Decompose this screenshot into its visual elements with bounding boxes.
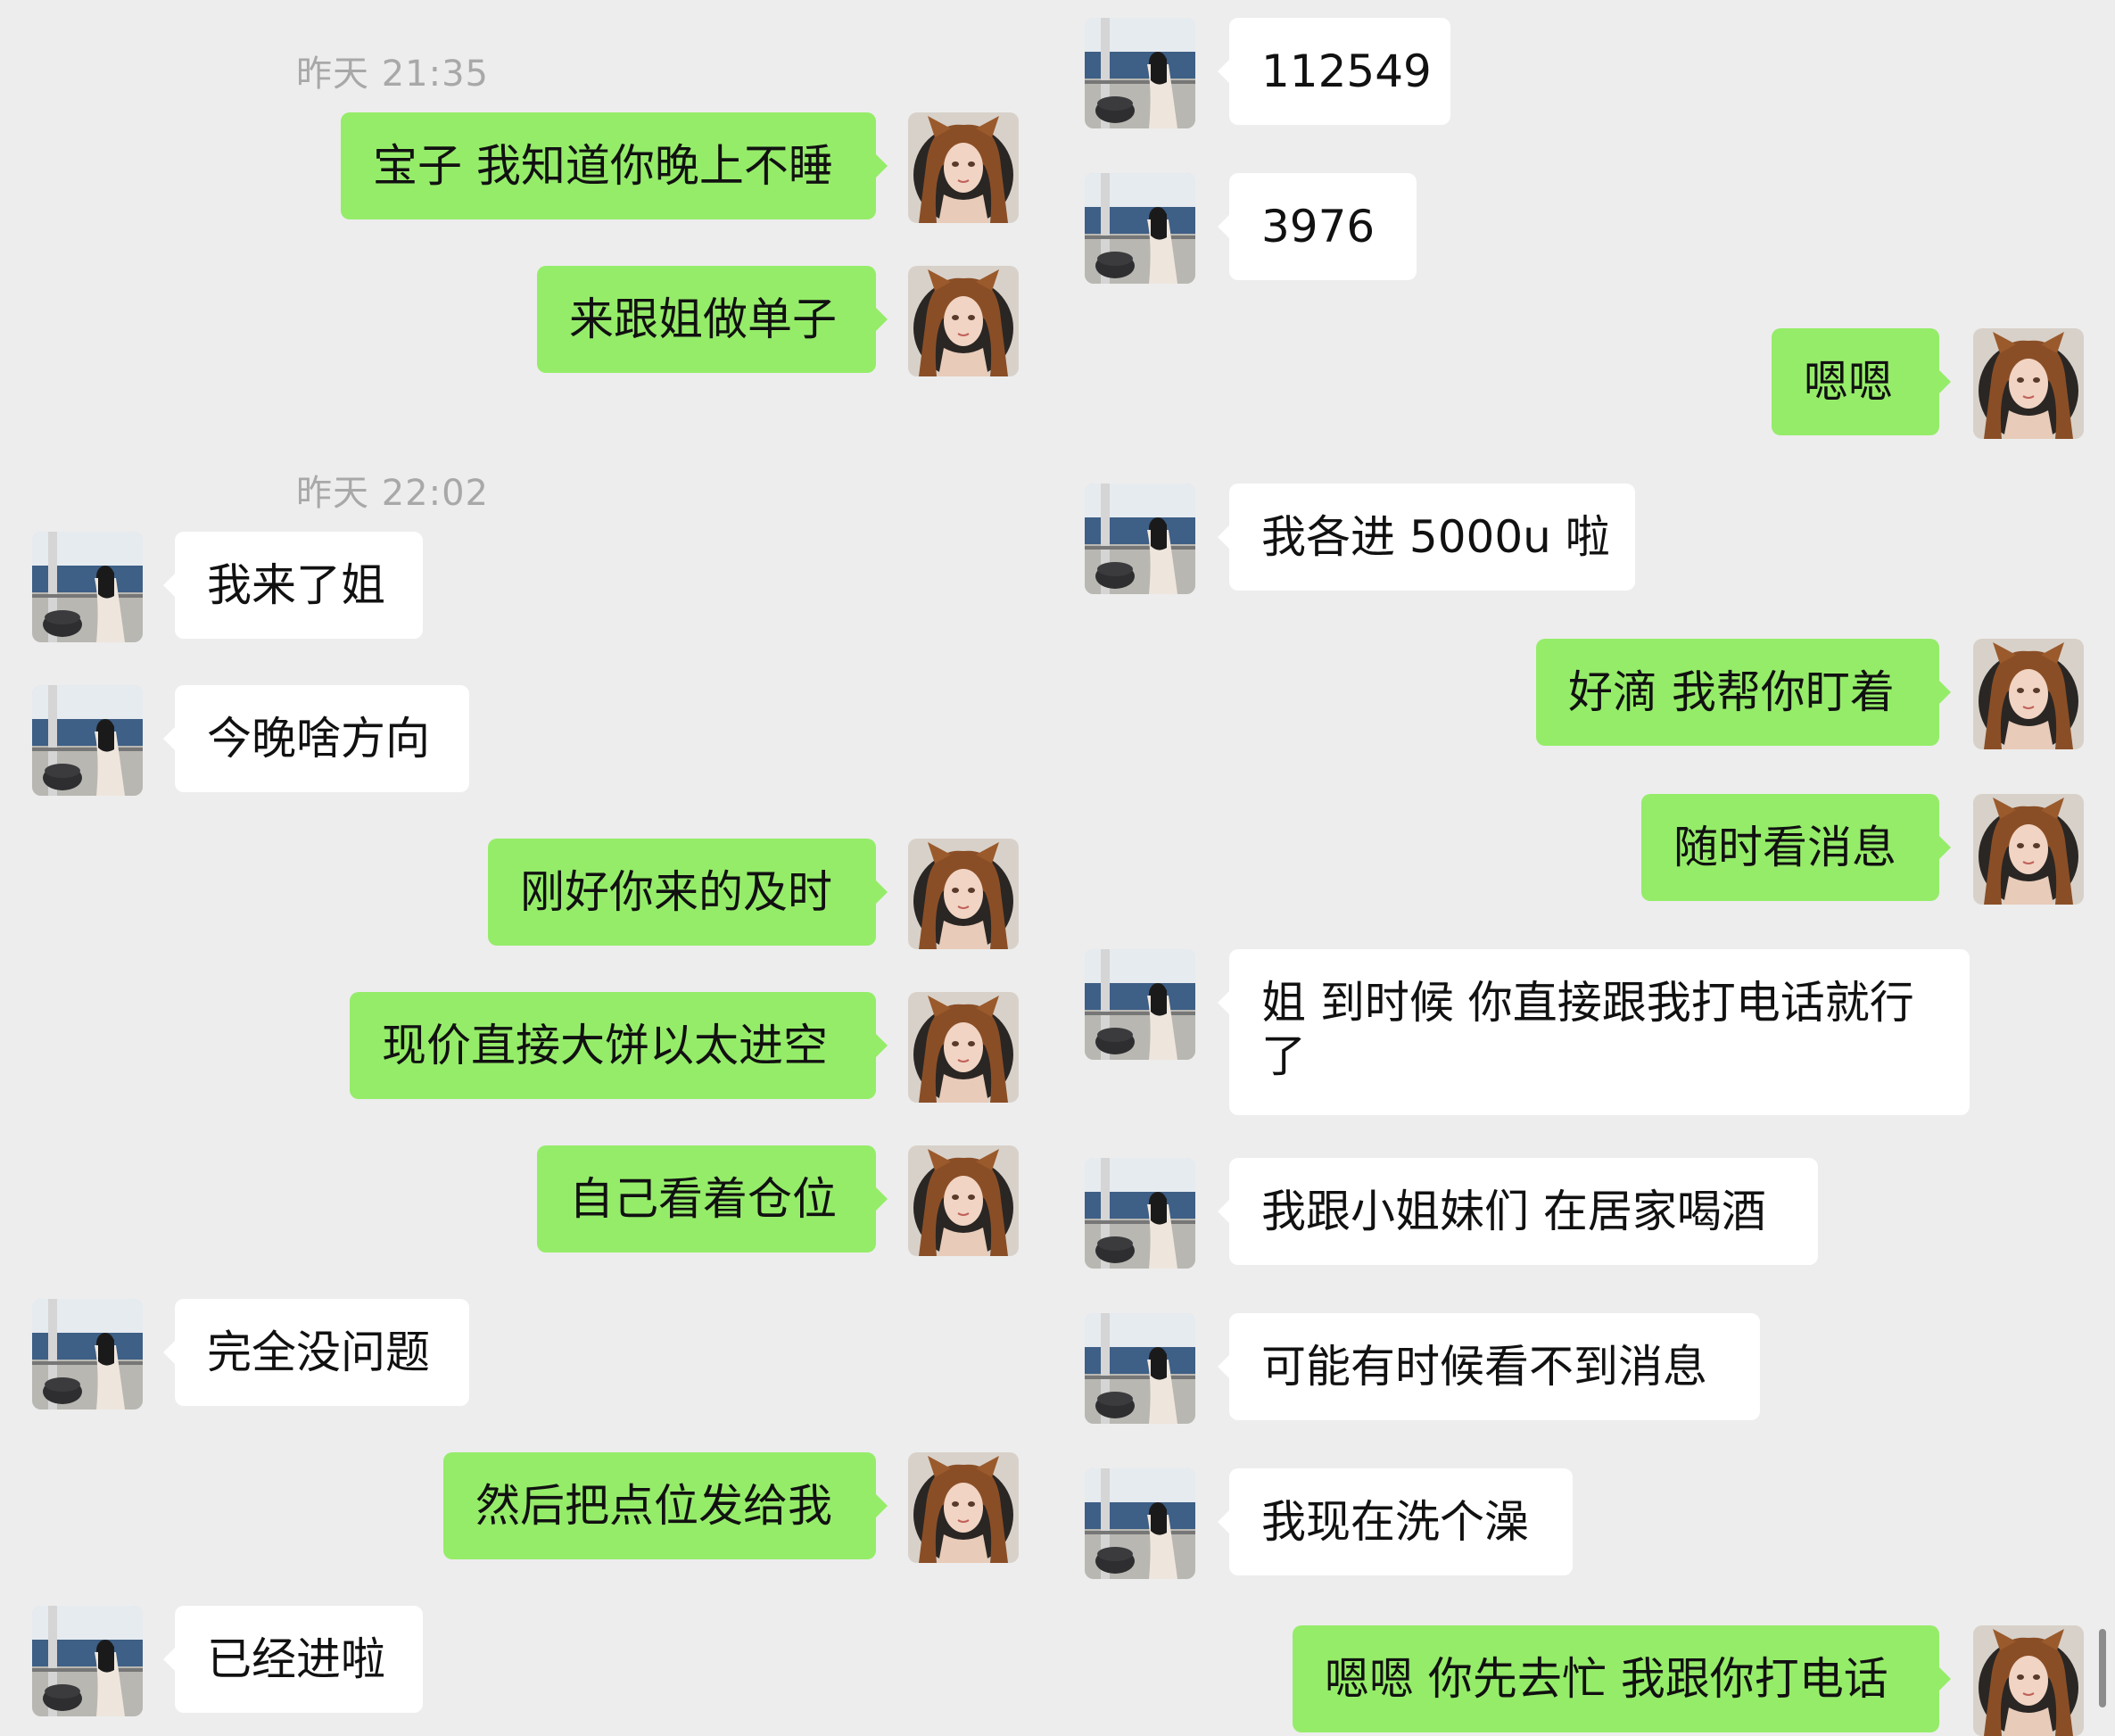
received-message-bubble[interactable]: 已经进啦 — [163, 1606, 423, 1713]
balcony-woman-avatar-icon[interactable] — [1085, 949, 1195, 1060]
anime-girl-avatar-icon[interactable] — [908, 992, 1019, 1103]
received-message-bubble[interactable]: 我各进 5000u 啦 — [1218, 484, 1635, 591]
sent-message-bubble[interactable]: 来跟姐做单子 — [537, 266, 888, 373]
timestamp: 昨天 22:02 — [296, 473, 489, 514]
balcony-woman-avatar-icon[interactable] — [1085, 173, 1195, 284]
anime-girl-avatar-icon[interactable] — [1973, 328, 2084, 439]
anime-girl-avatar-icon[interactable] — [1973, 1625, 2084, 1736]
balcony-woman-avatar-icon[interactable] — [32, 685, 143, 796]
timestamp: 昨天 21:35 — [296, 54, 489, 95]
balcony-woman-avatar-icon[interactable] — [1085, 1468, 1195, 1579]
anime-girl-avatar-icon[interactable] — [908, 112, 1019, 223]
sent-message-bubble[interactable]: 随时看消息 — [1641, 794, 1951, 901]
balcony-woman-avatar-icon[interactable] — [1085, 1313, 1195, 1424]
sent-message-bubble[interactable]: 嗯嗯 — [1772, 328, 1951, 435]
balcony-woman-avatar-icon[interactable] — [1085, 1158, 1195, 1269]
sent-message-bubble[interactable]: 好滴 我帮你盯着 — [1536, 639, 1951, 746]
scrollbar[interactable] — [2099, 1629, 2106, 1707]
sent-message-bubble[interactable]: 现价直接大饼以太进空 — [350, 992, 888, 1099]
balcony-woman-avatar-icon[interactable] — [1085, 18, 1195, 128]
chat-column-right: 112549 3976 嗯嗯我各进 5000u 啦好滴 我帮你盯着随时看消息姐 到时… — [1054, 0, 2115, 1707]
received-message-bubble[interactable]: 完全没问题 — [163, 1299, 469, 1406]
sent-message-bubble[interactable]: 自己看着仓位 — [537, 1145, 888, 1252]
anime-girl-avatar-icon[interactable] — [1973, 794, 2084, 905]
received-message-bubble[interactable]: 今晚啥方向 — [163, 685, 469, 792]
balcony-woman-avatar-icon[interactable] — [1085, 484, 1195, 594]
balcony-woman-avatar-icon[interactable] — [32, 1299, 143, 1409]
received-message-bubble[interactable]: 112549 — [1218, 18, 1450, 125]
received-message-bubble[interactable]: 3976 — [1218, 173, 1417, 280]
balcony-woman-avatar-icon[interactable] — [32, 1606, 143, 1716]
sent-message-bubble[interactable]: 宝子 我知道你晚上不睡 — [341, 112, 888, 219]
sent-message-bubble[interactable]: 嗯嗯 你先去忙 我跟你打电话 — [1293, 1625, 1951, 1732]
anime-girl-avatar-icon[interactable] — [908, 839, 1019, 949]
anime-girl-avatar-icon[interactable] — [908, 1452, 1019, 1563]
anime-girl-avatar-icon[interactable] — [908, 1145, 1019, 1256]
sent-message-bubble[interactable]: 刚好你来的及时 — [488, 839, 888, 946]
received-message-bubble[interactable]: 姐 到时候 你直接跟我打电话就行了 — [1218, 949, 1970, 1115]
anime-girl-avatar-icon[interactable] — [1973, 639, 2084, 749]
received-message-bubble[interactable]: 我现在洗个澡 — [1218, 1468, 1573, 1575]
sent-message-bubble[interactable]: 然后把点位发给我 — [443, 1452, 888, 1559]
anime-girl-avatar-icon[interactable] — [908, 266, 1019, 376]
received-message-bubble[interactable]: 我跟小姐妹们 在居家喝酒 — [1218, 1158, 1818, 1265]
received-message-bubble[interactable]: 可能有时候看不到消息 — [1218, 1313, 1760, 1420]
chat-column-left: 昨天 21:35 昨天 22:02 宝子 我知道你晚上不睡来跟姐做单子我来了姐今晚啥… — [0, 0, 1054, 1707]
balcony-woman-avatar-icon[interactable] — [32, 532, 143, 642]
received-message-bubble[interactable]: 我来了姐 — [163, 532, 423, 639]
